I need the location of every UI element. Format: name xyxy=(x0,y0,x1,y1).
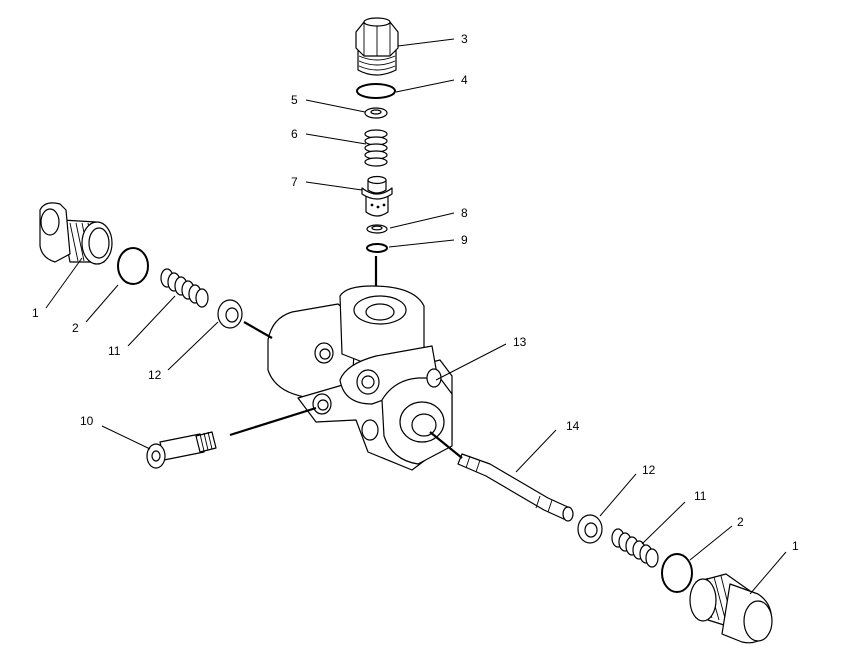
callout-13: 13 xyxy=(513,335,527,349)
callout-6: 6 xyxy=(291,127,298,141)
callout-12-left: 12 xyxy=(148,368,162,382)
part-7-valve xyxy=(361,175,393,217)
callout-1-right: 1 xyxy=(792,539,799,553)
callout-12-right: 12 xyxy=(642,463,656,477)
callout-11-right: 11 xyxy=(694,489,707,503)
leader-lines xyxy=(45,38,787,595)
part-6-spring xyxy=(364,129,388,167)
callout-7: 7 xyxy=(291,175,298,189)
part-14-spool xyxy=(457,453,574,522)
callout-5: 5 xyxy=(291,93,298,107)
callout-14: 14 xyxy=(566,419,580,433)
callout-4: 4 xyxy=(461,73,468,87)
part-10-screw xyxy=(146,431,217,469)
callout-10: 10 xyxy=(80,414,94,428)
part-5-washer xyxy=(364,107,388,119)
part-13-valve-body xyxy=(267,285,453,471)
callout-3: 3 xyxy=(461,32,468,46)
part-3-plug xyxy=(355,17,399,76)
part-4-o-ring xyxy=(356,83,396,99)
part-11-right-spring xyxy=(611,528,659,568)
assembly-line-screw xyxy=(229,406,317,437)
part-1-left-plug xyxy=(39,202,113,265)
part-9-snap-ring xyxy=(366,243,388,253)
callout-11-left: 11 xyxy=(108,344,121,358)
part-12-right-washer xyxy=(577,514,603,544)
callout-9: 9 xyxy=(461,233,468,247)
part-8-ring xyxy=(366,224,388,234)
part-2-left-o-ring xyxy=(117,247,149,285)
part-11-left-spring xyxy=(160,268,209,308)
assembly-line-spool xyxy=(429,431,463,459)
callout-1-left: 1 xyxy=(32,306,39,320)
part-12-left-washer xyxy=(217,299,243,329)
callout-8: 8 xyxy=(461,206,468,220)
callout-2-right: 2 xyxy=(737,515,744,529)
part-1-right-plug xyxy=(689,573,773,644)
callout-labels: 1 2 11 12 10 3 4 5 6 7 8 9 13 14 12 11 2… xyxy=(32,32,799,553)
part-2-right-o-ring xyxy=(661,553,693,593)
assembly-line-left xyxy=(243,321,273,339)
callout-2-left: 2 xyxy=(72,321,79,335)
